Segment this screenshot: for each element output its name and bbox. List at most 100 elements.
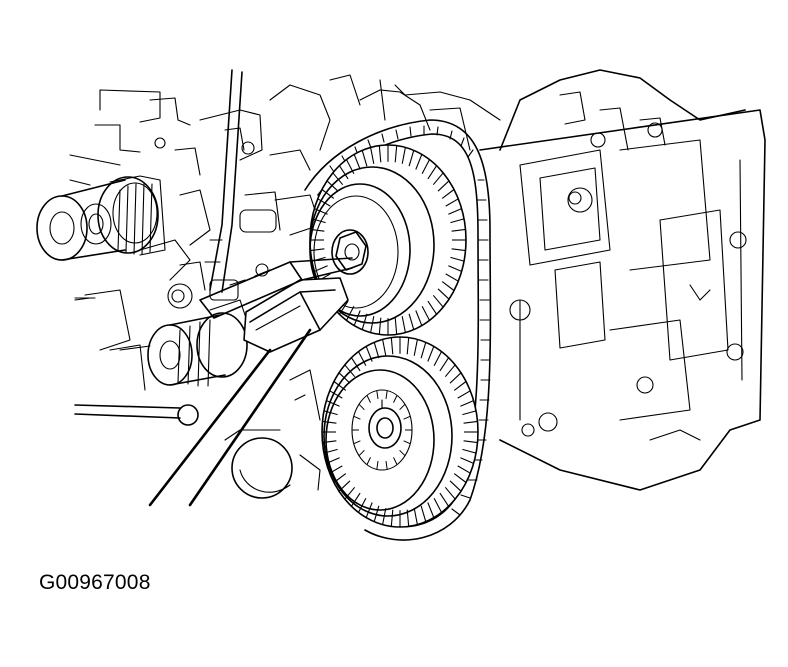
sprocket-tooth xyxy=(353,310,361,326)
sprocket-tooth xyxy=(441,281,455,291)
sprocket-tooth xyxy=(358,403,365,411)
sprocket-tooth xyxy=(338,165,349,180)
sprocket-tooth xyxy=(450,256,465,262)
sprocket-tooth xyxy=(406,337,410,355)
upper-brackets xyxy=(74,74,501,391)
sprocket-tooth xyxy=(393,395,398,403)
sprocket-tooth xyxy=(353,440,361,445)
sprocket-tooth xyxy=(448,208,462,215)
sprocket-tooth xyxy=(358,497,367,513)
sprocket-tooth xyxy=(451,248,466,252)
sprocket-tooth xyxy=(344,364,356,378)
sprocket-tooth xyxy=(385,390,388,399)
sprocket-tooth xyxy=(433,351,442,367)
sprocket-tooth xyxy=(378,145,382,163)
sprocket-tooth xyxy=(421,305,430,321)
sprocket-tooth xyxy=(449,372,462,384)
sprocket-tooth xyxy=(437,288,450,300)
sprocket-tooth xyxy=(415,154,423,170)
sprocket-tooth xyxy=(421,159,430,175)
sprocket-tooth xyxy=(439,357,450,372)
sprocket-tooth xyxy=(373,342,380,359)
sprocket-tooth xyxy=(399,403,406,411)
sprocket-tooth xyxy=(382,339,387,356)
special-tool-holder xyxy=(148,69,353,507)
sprocket-tooth xyxy=(358,351,367,367)
sprocket-tooth xyxy=(326,180,339,192)
sprocket-tooth xyxy=(448,265,462,272)
sprocket-tooth xyxy=(401,147,406,164)
sprocket-tooth xyxy=(365,502,373,518)
crankshaft-inner-gear xyxy=(352,390,412,470)
sprocket-tooth xyxy=(376,461,379,470)
sprocket-tooth xyxy=(427,502,435,518)
sprocket-tooth xyxy=(420,342,427,359)
sprocket-tooth xyxy=(444,364,456,378)
sprocket-tooth xyxy=(350,357,361,372)
sprocket-tooth xyxy=(415,310,423,326)
sprocket-tooth xyxy=(393,457,398,465)
sprocket-tooth xyxy=(401,316,406,333)
sprocket-tooth xyxy=(427,165,438,180)
sprocket-tooth xyxy=(317,198,331,207)
sprocket-tooth xyxy=(463,440,478,444)
sprocket-tooth xyxy=(450,218,465,224)
sprocket-tooth xyxy=(460,400,474,407)
sprocket-tooth xyxy=(457,390,471,399)
sprocket-tooth xyxy=(373,505,380,522)
sprocket-tooth xyxy=(390,509,394,527)
lower-components xyxy=(74,369,321,499)
sprocket-tooth xyxy=(390,337,394,355)
engine-block xyxy=(479,69,766,491)
sprocket-tooth xyxy=(462,410,477,416)
sprocket-tooth xyxy=(462,448,477,454)
sprocket-tooth xyxy=(378,317,382,335)
sprocket-tooth xyxy=(346,305,355,321)
sprocket-tooth xyxy=(457,465,471,474)
sprocket-tooth xyxy=(444,486,456,500)
sprocket-tooth xyxy=(420,505,427,522)
sprocket-tooth xyxy=(376,390,379,399)
idler-pulley-upper xyxy=(36,175,166,261)
sprocket-tooth xyxy=(366,457,371,465)
sprocket-tooth xyxy=(394,317,398,335)
sprocket-tooth xyxy=(311,218,326,224)
sprocket-tooth xyxy=(445,273,459,282)
sprocket-tooth xyxy=(433,497,442,513)
sprocket-tooth xyxy=(460,457,474,464)
sprocket-tooth xyxy=(403,440,411,445)
camshaft-sprocket xyxy=(309,144,467,336)
leader-lines xyxy=(69,154,151,351)
sprocket-tooth xyxy=(427,300,438,315)
sprocket-tooth xyxy=(366,395,371,403)
sprocket-tooth xyxy=(413,339,418,356)
sprocket-tooth xyxy=(432,294,444,308)
crankshaft-pulley xyxy=(321,336,479,528)
sprocket-tooth xyxy=(394,145,398,163)
sprocket-tooth xyxy=(361,150,368,167)
sprocket-tooth xyxy=(329,390,343,399)
idler-pulley-lower xyxy=(147,312,248,387)
sprocket-tooth xyxy=(408,150,415,167)
sprocket-tooth xyxy=(463,420,478,424)
sprocket-tooth xyxy=(370,147,375,164)
sprocket-tooth xyxy=(321,189,335,199)
sprocket-tooth xyxy=(432,172,444,186)
sprocket-tooth xyxy=(437,180,450,192)
sprocket-tooth xyxy=(403,415,411,420)
sprocket-tooth xyxy=(449,480,462,492)
sprocket-tooth xyxy=(370,316,375,333)
figure-id-label: G00967008 xyxy=(39,571,151,594)
sprocket-tooth xyxy=(427,346,435,362)
sprocket-tooth xyxy=(453,473,467,483)
sprocket-tooth xyxy=(358,449,365,457)
sprocket-tooth xyxy=(353,415,361,420)
sprocket-tooth xyxy=(385,461,388,470)
sprocket-tooth xyxy=(453,381,467,391)
sprocket-tooth xyxy=(332,172,344,186)
sprocket-tooth xyxy=(350,492,361,507)
sprocket-tooth xyxy=(441,189,455,199)
sprocket-tooth xyxy=(451,228,466,232)
